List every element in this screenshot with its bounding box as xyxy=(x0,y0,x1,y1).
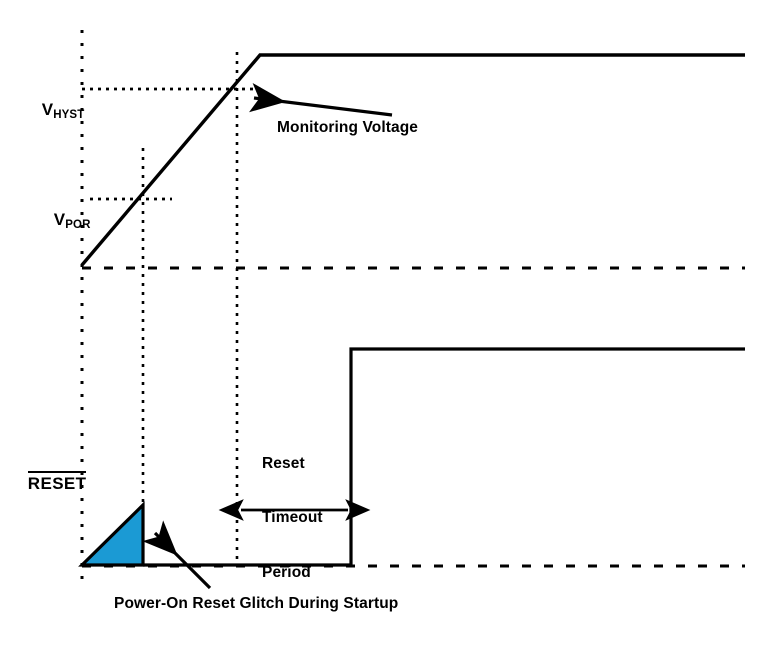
reset-label-text: RESET xyxy=(27,470,87,494)
v-por-label: VPOR xyxy=(34,190,91,250)
v-por-subscript: POR xyxy=(65,219,91,232)
reset-timeout-line-1: Reset xyxy=(262,454,305,472)
reset-timeout-period-annotation: Reset Timeout Period xyxy=(262,418,323,619)
reset-label: RESET xyxy=(10,452,87,514)
monitoring-voltage-arrow xyxy=(249,82,393,117)
glitch-callout-arrow xyxy=(142,520,212,590)
monitoring-voltage-annotation: Monitoring Voltage xyxy=(277,119,418,136)
reference-lines xyxy=(80,30,745,583)
v-hyst-label: VHYST xyxy=(22,80,85,140)
monitoring-voltage-waveform xyxy=(80,53,745,267)
reset-timeout-line-2: Timeout xyxy=(262,509,323,527)
v-hyst-subscript: HYST xyxy=(53,109,85,122)
glitch-annotation: Power-On Reset Glitch During Startup xyxy=(114,595,399,612)
power-on-reset-glitch-triangle xyxy=(78,501,145,567)
v-por-symbol: V xyxy=(53,210,66,230)
reset-timeout-line-3: Period xyxy=(262,564,311,582)
v-hyst-symbol: V xyxy=(41,100,54,120)
reset-signal-waveform xyxy=(143,347,745,567)
